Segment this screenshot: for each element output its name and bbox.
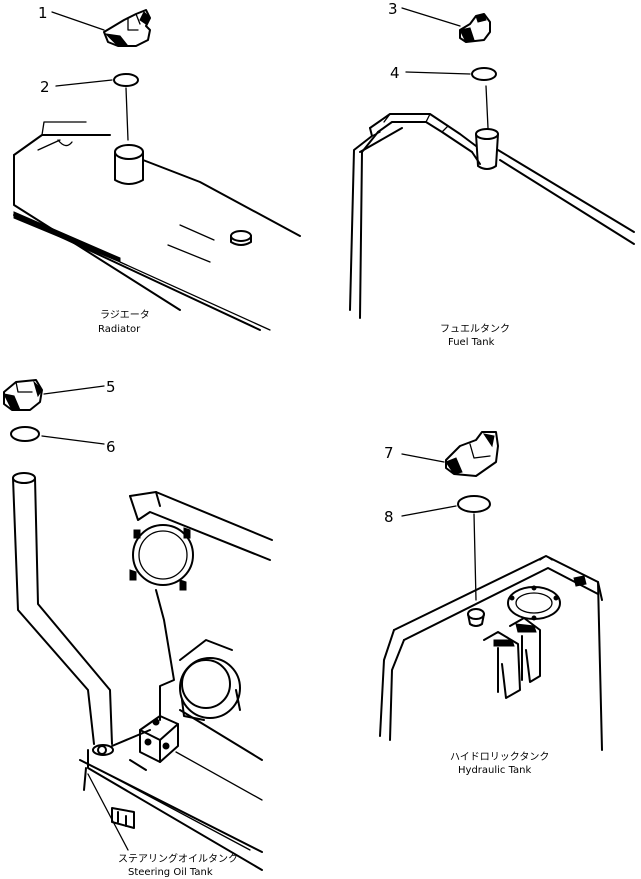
- steering-filler-pipe: [12, 472, 114, 756]
- hydraulic-tank-body: [379, 555, 603, 751]
- steering-port-circle-upper: [129, 524, 194, 591]
- radiator-filler-neck: [114, 144, 144, 185]
- steering-cap: [3, 379, 43, 411]
- steering-port-circle-lower: [179, 639, 241, 721]
- fuel-tank-group: 3 4 フュエルタンク Fuel Tank: [349, 0, 635, 348]
- hydraulic-inspection-cover: [507, 585, 561, 621]
- callout-6: 6: [106, 438, 116, 456]
- caption-hydraulic-jp: ハイドロリックタンク: [450, 751, 549, 763]
- steering-gasket: [10, 426, 40, 442]
- callout-3: 3: [388, 0, 398, 18]
- steering-tank-group: 5 6 ステアリングオイルタンク Steering Oil Tank: [3, 378, 273, 878]
- hydraulic-cap: [445, 431, 499, 477]
- callout-8: 8: [384, 508, 394, 526]
- hydraulic-tank-group: 7 8 ハイドロリックタンク Hydraulic Tank: [379, 431, 603, 776]
- radiator-gasket: [113, 73, 139, 87]
- caption-hydraulic-en: Hydraulic Tank: [458, 765, 532, 776]
- fuel-gasket: [471, 67, 497, 81]
- caption-steering-en: Steering Oil Tank: [128, 867, 213, 878]
- fuel-cap: [459, 13, 491, 43]
- callout-7: 7: [384, 444, 394, 462]
- callout-2: 2: [40, 78, 50, 96]
- callout-4: 4: [390, 64, 400, 82]
- radiator-group: 1 2 ラジエータ Radiator: [13, 4, 301, 335]
- caption-steering-jp: ステアリングオイルタンク: [118, 852, 238, 865]
- caption-radiator-jp: ラジエータ: [100, 309, 150, 321]
- caption-fuel-en: Fuel Tank: [448, 337, 495, 348]
- hydraulic-bracket: [483, 617, 541, 699]
- caption-fuel-jp: フュエルタンク: [440, 323, 510, 335]
- fuel-tank-body: [349, 113, 635, 319]
- callout-5: 5: [106, 378, 116, 396]
- steering-tank-body: [79, 491, 273, 871]
- steering-bracket: [129, 715, 179, 771]
- fuel-filler-neck: [475, 128, 499, 170]
- hydraulic-gasket: [457, 495, 491, 513]
- hydraulic-filler-plug: [467, 608, 485, 627]
- radiator-body: [13, 121, 301, 331]
- radiator-cap: [103, 9, 151, 47]
- caption-radiator-en: Radiator: [98, 324, 141, 335]
- callout-1: 1: [38, 4, 48, 22]
